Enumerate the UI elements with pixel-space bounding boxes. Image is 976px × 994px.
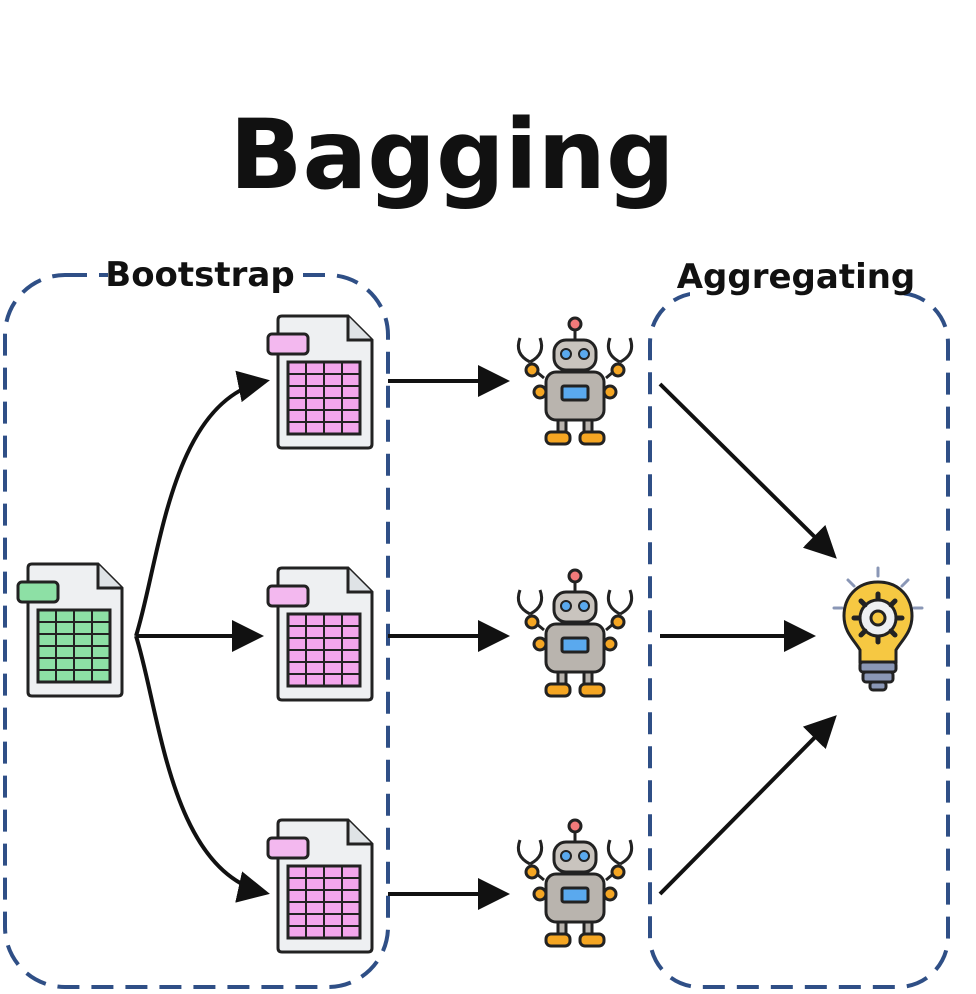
robot-icon bbox=[516, 818, 634, 948]
sample-spreadsheet-icon bbox=[266, 314, 374, 450]
aggregating-label-bg bbox=[690, 252, 902, 300]
lightbulb-gear-icon bbox=[832, 566, 924, 692]
bootstrap-label-bg bbox=[108, 250, 294, 298]
sample-spreadsheet-icon bbox=[266, 818, 374, 954]
bootstrap-arrows bbox=[134, 370, 270, 903]
arrow-source-to-sample-1 bbox=[134, 370, 270, 637]
robot-icon bbox=[516, 568, 634, 698]
source-spreadsheet-icon bbox=[16, 562, 124, 698]
arrow-model-3-to-result bbox=[658, 715, 837, 896]
bootstrap-label: Bootstrap bbox=[105, 255, 294, 295]
arrow-source-to-sample-3 bbox=[134, 635, 270, 903]
aggregating-label: Aggregating bbox=[677, 257, 916, 297]
bootstrap-group-box bbox=[3, 273, 390, 989]
training-arrows bbox=[388, 365, 510, 910]
arrow-model-1-to-result bbox=[658, 382, 837, 559]
robot-icon bbox=[516, 316, 634, 446]
sample-spreadsheet-icon bbox=[266, 566, 374, 702]
aggregating-arrows bbox=[658, 382, 837, 896]
diagram-title: Bagging bbox=[229, 99, 674, 211]
